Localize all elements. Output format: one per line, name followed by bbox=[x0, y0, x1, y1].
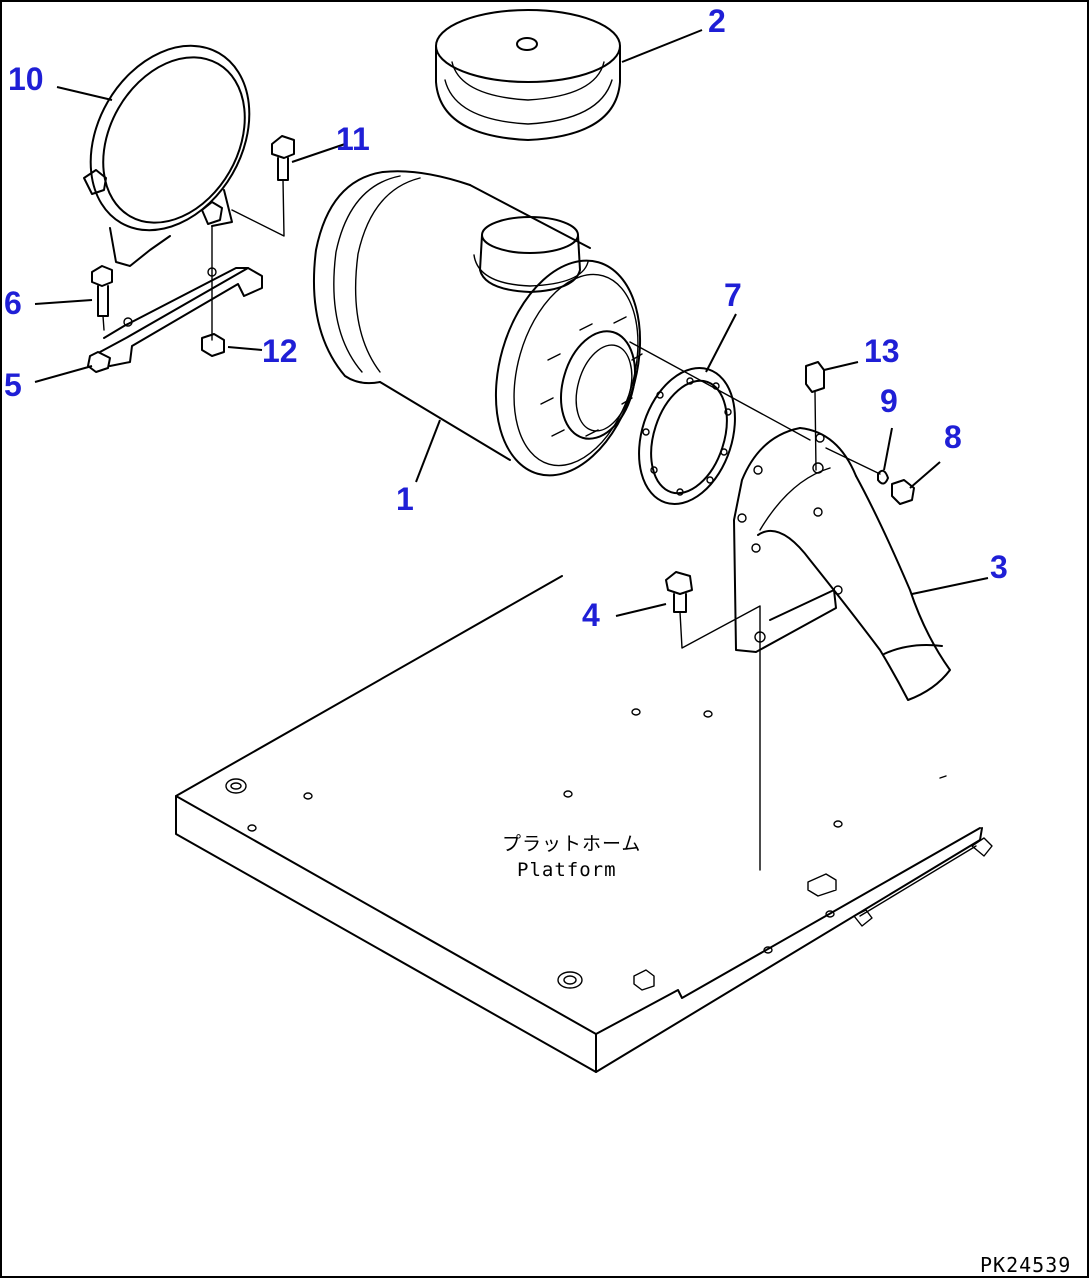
callout-1: 1 bbox=[396, 481, 414, 517]
callout-3: 3 bbox=[990, 549, 1008, 585]
callout-13: 13 bbox=[864, 333, 900, 369]
platform-label-en: Platform bbox=[517, 859, 617, 881]
part-9-washer bbox=[877, 469, 889, 485]
callout-2: 2 bbox=[708, 3, 726, 39]
callout-11: 11 bbox=[336, 121, 370, 157]
figure-code: PK24539 bbox=[980, 1253, 1071, 1277]
leader-lines bbox=[34, 29, 989, 617]
callout-9: 9 bbox=[880, 383, 898, 419]
callout-4: 4 bbox=[582, 597, 600, 633]
part-6-bolt bbox=[91, 265, 113, 331]
part-7-gasket bbox=[638, 366, 736, 506]
part-11-bolt bbox=[231, 135, 295, 237]
part-3-elbow-bracket bbox=[733, 427, 951, 701]
part-8-nut bbox=[891, 479, 915, 505]
part-10-band bbox=[83, 44, 251, 267]
callout-5: 5 bbox=[4, 367, 22, 403]
callout-7: 7 bbox=[724, 277, 742, 313]
hidden-line-9 bbox=[825, 447, 881, 475]
callout-8: 8 bbox=[944, 419, 962, 455]
platform-label-jp: プラットホーム bbox=[502, 833, 641, 855]
part-13-fitting bbox=[805, 361, 825, 474]
part-2-cap bbox=[435, 9, 621, 141]
part-1-air-cleaner bbox=[313, 170, 811, 477]
platform-plate: プラットホーム Platform bbox=[175, 575, 993, 1073]
part-12-nut bbox=[201, 333, 225, 357]
callout-6: 6 bbox=[4, 285, 22, 321]
part-5-bracket bbox=[87, 225, 263, 373]
callout-12: 12 bbox=[262, 333, 298, 369]
part-4-bolt bbox=[665, 571, 761, 871]
callout-10: 10 bbox=[8, 61, 44, 97]
